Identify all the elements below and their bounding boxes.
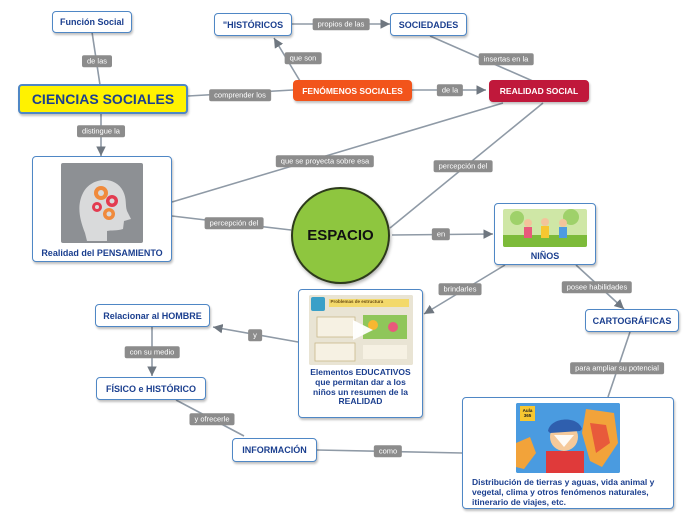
node-cartograficas-label: CARTOGRÁFICAS: [592, 315, 672, 326]
link-label-y: y: [248, 329, 262, 341]
link-label-brindarles: brindarles: [438, 283, 482, 295]
link-label-percepcion-del-right: percepción del: [433, 160, 493, 172]
node-ninos-label: NIÑOS: [530, 251, 560, 261]
node-espacio-label: ESPACIO: [307, 227, 374, 244]
node-espacio[interactable]: ESPACIO: [291, 187, 390, 284]
node-realidad-pensamiento-label: Realidad del PENSAMIENTO: [41, 248, 163, 258]
node-fenomenos-sociales[interactable]: FENÓMENOS SOCIALES: [293, 80, 412, 101]
link-label-con-su-medio: con su medio: [124, 346, 180, 358]
link-label-distingue-la: distingue la: [77, 125, 125, 137]
node-fisico-historico[interactable]: FÍSICO e HISTÓRICO: [96, 377, 206, 400]
node-relacionar-hombre[interactable]: Relacionar al HOMBRE: [95, 304, 210, 327]
link-label-de-la: de la: [436, 84, 464, 96]
link-label-percepcion-del-left: percepción del: [204, 217, 264, 229]
link-label-que-se-proyecta: que se proyecta sobre esa: [275, 155, 375, 167]
link-label-posee-habilidades: posee habilidades: [561, 281, 633, 293]
link-label-en: en: [431, 228, 451, 240]
node-fenomenos-sociales-label: FENÓMENOS SOCIALES: [302, 85, 403, 96]
node-historicos[interactable]: "HISTÓRICOS: [214, 13, 292, 36]
node-realidad-pensamiento[interactable]: Realidad del PENSAMIENTO: [32, 156, 172, 262]
node-fisico-historico-label: FÍSICO e HISTÓRICO: [105, 383, 196, 394]
aula365-boy-map-image[interactable]: Aula 365: [516, 403, 620, 473]
video-card-title: Problemas de estructura: [330, 299, 384, 304]
node-cartograficas[interactable]: CARTOGRÁFICAS: [585, 309, 679, 332]
aula365-logo: Aula 365: [520, 406, 535, 421]
node-realidad-social-label: REALIDAD SOCIAL: [499, 86, 579, 96]
link-label-que-son: que son: [284, 52, 322, 64]
node-realidad-social[interactable]: REALIDAD SOCIAL: [489, 80, 589, 102]
children-playing-image: [503, 209, 587, 247]
video-play-icon: [352, 320, 373, 340]
node-elementos-educativos[interactable]: Problemas de estructura Elementos EDUCAT…: [298, 289, 423, 418]
node-funcion-social[interactable]: Función Social: [52, 11, 132, 33]
node-distribucion[interactable]: Aula 365 Distribución de tierras y aguas…: [462, 397, 674, 509]
link-label-comprender-los: comprender los: [209, 89, 271, 101]
node-relacionar-hombre-label: Relacionar al HOMBRE: [103, 310, 202, 321]
link-label-y-ofrecerle: y ofrecerle: [189, 413, 235, 425]
node-elementos-educativos-label: Elementos EDUCATIVOS que permitan dar a …: [310, 367, 411, 407]
link-label-de-las: de las: [81, 55, 113, 67]
node-informacion[interactable]: INFORMACIÓN: [232, 438, 317, 462]
node-ciencias-sociales[interactable]: CIENCIAS SOCIALES: [18, 84, 188, 114]
node-historicos-label: "HISTÓRICOS: [222, 19, 284, 30]
link-label-como: como: [373, 445, 403, 457]
video-play-icon: [554, 435, 574, 447]
node-ninos[interactable]: NIÑOS: [494, 203, 596, 265]
link-label-insertas-en-la: insertas en la: [478, 53, 534, 65]
node-sociedades-label: SOCIEDADES: [398, 19, 459, 30]
node-ciencias-sociales-label: CIENCIAS SOCIALES: [31, 91, 175, 107]
node-funcion-social-label: Función Social: [59, 17, 124, 27]
link-label-para-ampliar: para ampliar su potencial: [570, 362, 664, 374]
node-sociedades[interactable]: SOCIEDADES: [390, 13, 467, 36]
node-informacion-label: INFORMACIÓN: [242, 445, 307, 455]
educational-video-thumbnail[interactable]: Problemas de estructura: [308, 295, 413, 365]
node-distribucion-label: Distribución de tierras y aguas, vida an…: [472, 477, 655, 507]
link-label-propios-de-las: propios de las: [312, 18, 370, 30]
brain-gears-icon: [61, 163, 143, 243]
